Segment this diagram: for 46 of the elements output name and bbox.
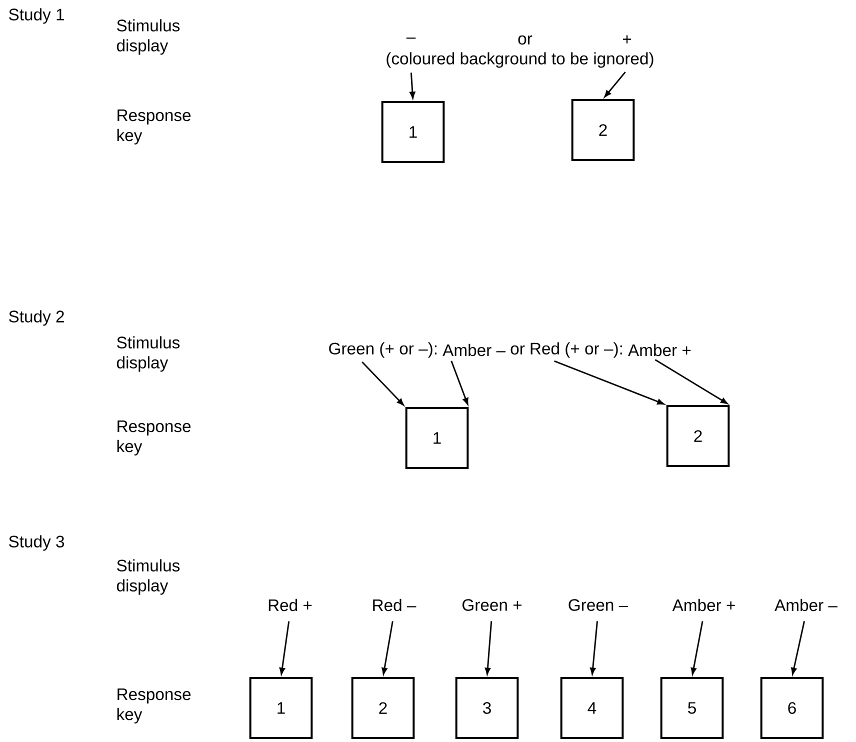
arrow — [590, 621, 598, 675]
arrow — [554, 360, 664, 405]
label-text: Study 1 — [9, 8, 64, 24]
arrow — [690, 621, 704, 675]
stimulus-text: + — [622, 35, 632, 44]
stimulus-text: Red + — [268, 598, 312, 612]
stimulus-text: – — [406, 38, 416, 39]
response-key-box: 6 — [760, 677, 824, 739]
response-key-box: 2 — [666, 405, 730, 467]
label-text: Stimulus display — [116, 336, 180, 372]
arrow — [450, 360, 468, 405]
response-key-box: 2 — [571, 99, 635, 161]
label-text: Study 3 — [9, 535, 64, 551]
response-key-box: 5 — [660, 677, 724, 739]
label-text: Response key — [117, 110, 191, 144]
label-text: Response key — [117, 420, 191, 456]
stimulus-text: Amber + — [672, 598, 735, 612]
stimulus-text: Red (+ or –): — [530, 342, 622, 358]
arrow — [382, 621, 394, 675]
stimulus-text: Green (+ or –): — [329, 342, 436, 358]
label-text: Stimulus display — [116, 559, 180, 595]
stimulus-text: Green – — [568, 599, 628, 611]
stimulus-text: Amber – — [774, 598, 838, 612]
label-text: Response key — [117, 688, 191, 724]
response-key-box: 4 — [560, 677, 624, 739]
label-text: Stimulus display — [116, 19, 180, 55]
arrow — [410, 72, 416, 99]
stimulus-text: Amber – — [442, 344, 506, 356]
stimulus-text: Green + — [462, 599, 522, 611]
arrow — [362, 361, 404, 406]
response-key-box: 1 — [381, 101, 445, 163]
label-text: or — [510, 345, 525, 355]
label-text: or — [518, 35, 532, 45]
arrow — [604, 72, 626, 98]
arrow — [654, 359, 728, 404]
stimulus-text: Amber + — [628, 344, 691, 356]
arrow — [791, 621, 806, 675]
response-key-box: 1 — [249, 677, 313, 739]
stimulus-text: Red – — [373, 598, 416, 612]
label-text: Study 2 — [9, 310, 64, 326]
response-key-box: 3 — [455, 677, 519, 739]
arrow — [484, 621, 492, 675]
arrow — [279, 621, 290, 675]
label-text: (coloured background to be ignored) — [386, 52, 654, 68]
response-key-box: 2 — [351, 677, 415, 739]
response-key-box: 1 — [405, 407, 469, 469]
